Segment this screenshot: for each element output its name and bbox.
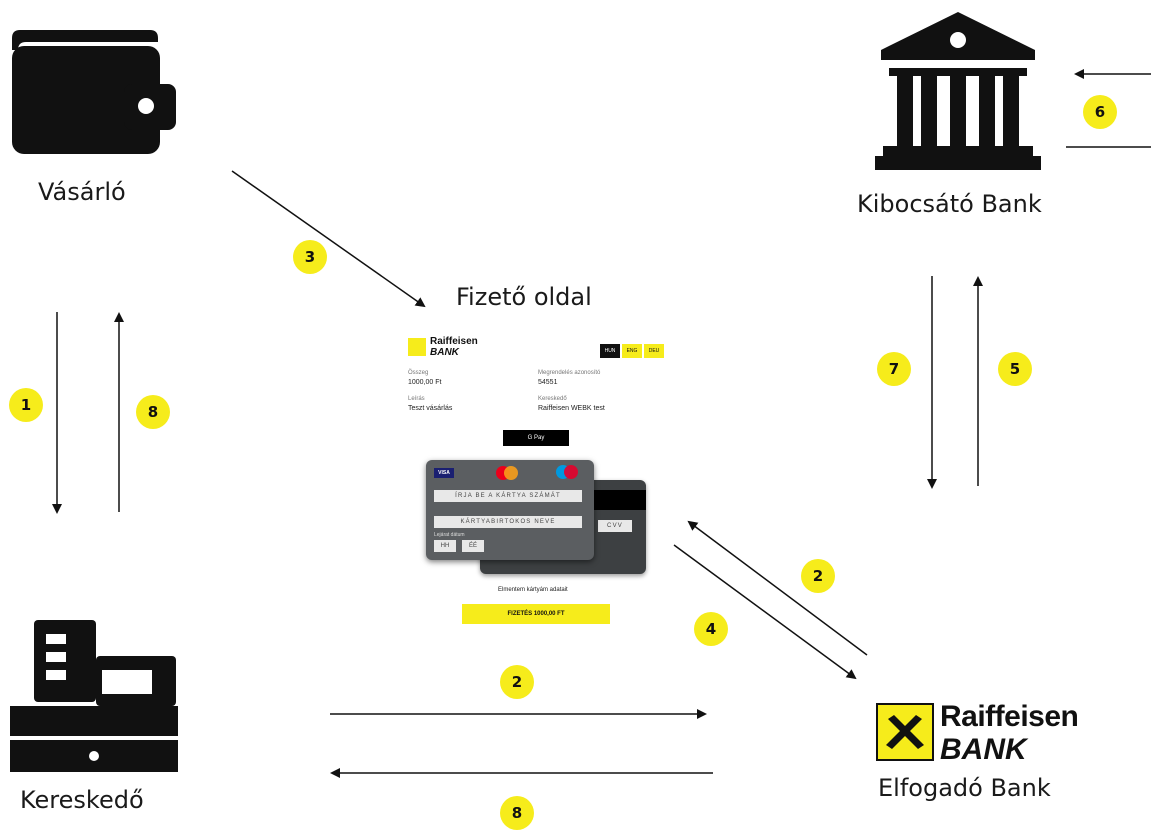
- step-badge-6: 6: [1083, 95, 1117, 129]
- pay-button[interactable]: FIZETÉS 1000,00 FT: [462, 604, 610, 624]
- cardholder-name-input[interactable]: KÁRTYABIRTOKOS NEVE: [434, 516, 582, 528]
- node-issuer-bank-label: Kibocsátó Bank: [857, 190, 1042, 218]
- expiry-label: Lejárat dátum: [434, 532, 465, 538]
- step-badge-8-left: 8: [136, 395, 170, 429]
- step-badge-3: 3: [293, 240, 327, 274]
- raiffeisen-logo-icon: [876, 703, 934, 761]
- amount-label: Összeg: [408, 370, 429, 376]
- crossed-horse-heads-icon: [886, 715, 924, 749]
- acquirer-logo-line2: BANK: [940, 733, 1027, 766]
- magnetic-strip: [594, 490, 646, 510]
- arrow-3-buyer-to-page: [231, 170, 426, 308]
- acquirer-logo-line1: Raiffeisen: [940, 700, 1079, 733]
- payment-page-screenshot: Raiffeisen BANK HUN ENG DEU Összeg 1000,…: [400, 334, 670, 634]
- lang-deu-button[interactable]: DEU: [644, 344, 664, 358]
- order-value: 54551: [538, 379, 558, 386]
- wallet-icon: [12, 30, 176, 154]
- node-buyer-label: Vásárló: [38, 178, 126, 206]
- step-badge-7: 7: [877, 352, 911, 386]
- card-number-input[interactable]: ÍRJA BE A KÁRTYA SZÁMÁT: [434, 490, 582, 502]
- amount-value: 1000,00 Ft: [408, 379, 442, 386]
- pp-logo-line1: Raiffeisen: [430, 336, 478, 347]
- step-badge-2-bottom: 2: [500, 665, 534, 699]
- node-merchant-label: Kereskedő: [20, 786, 144, 814]
- item-value: Teszt vásárlás: [408, 405, 453, 412]
- cash-register-icon: [10, 620, 178, 772]
- visa-icon: VISA: [434, 468, 454, 478]
- order-label: Megrendelés azonosító: [538, 370, 601, 376]
- expiry-year-input[interactable]: ÉÉ: [462, 540, 484, 552]
- cvv-input[interactable]: CVV: [598, 520, 632, 532]
- node-acquirer-bank-label: Elfogadó Bank: [878, 774, 1051, 802]
- step-badge-1: 1: [9, 388, 43, 422]
- card-front: VISA ÍRJA BE A KÁRTYA SZÁMÁT KÁRTYABIRTO…: [426, 460, 594, 560]
- step-badge-8-bottom: 8: [500, 796, 534, 830]
- item-label: Leírás: [408, 396, 425, 402]
- raiffeisen-logo-icon: [408, 338, 426, 356]
- bank-building-icon: [875, 12, 1041, 170]
- arrow-4-page-to-acquirer: [673, 544, 857, 680]
- step-badge-5: 5: [998, 352, 1032, 386]
- lang-eng-button[interactable]: ENG: [622, 344, 642, 358]
- maestro-icon: [556, 465, 578, 479]
- mastercard-icon: [496, 466, 518, 480]
- save-card-checkbox-label[interactable]: Elmentem kártyám adatait: [498, 587, 568, 593]
- merchant-label: Kereskedő: [538, 396, 567, 402]
- step-badge-4: 4: [694, 612, 728, 646]
- node-payment-page-title: Fizető oldal: [456, 283, 592, 311]
- lang-hun-button[interactable]: HUN: [600, 344, 620, 358]
- merchant-value: Raiffeisen WEBK test: [538, 405, 605, 412]
- pp-logo-line2: BANK: [430, 347, 459, 358]
- expiry-month-input[interactable]: HH: [434, 540, 456, 552]
- step-badge-2-right: 2: [801, 559, 835, 593]
- google-pay-button[interactable]: G Pay: [503, 430, 569, 446]
- arrow-2-acquirer-to-page: [687, 520, 868, 656]
